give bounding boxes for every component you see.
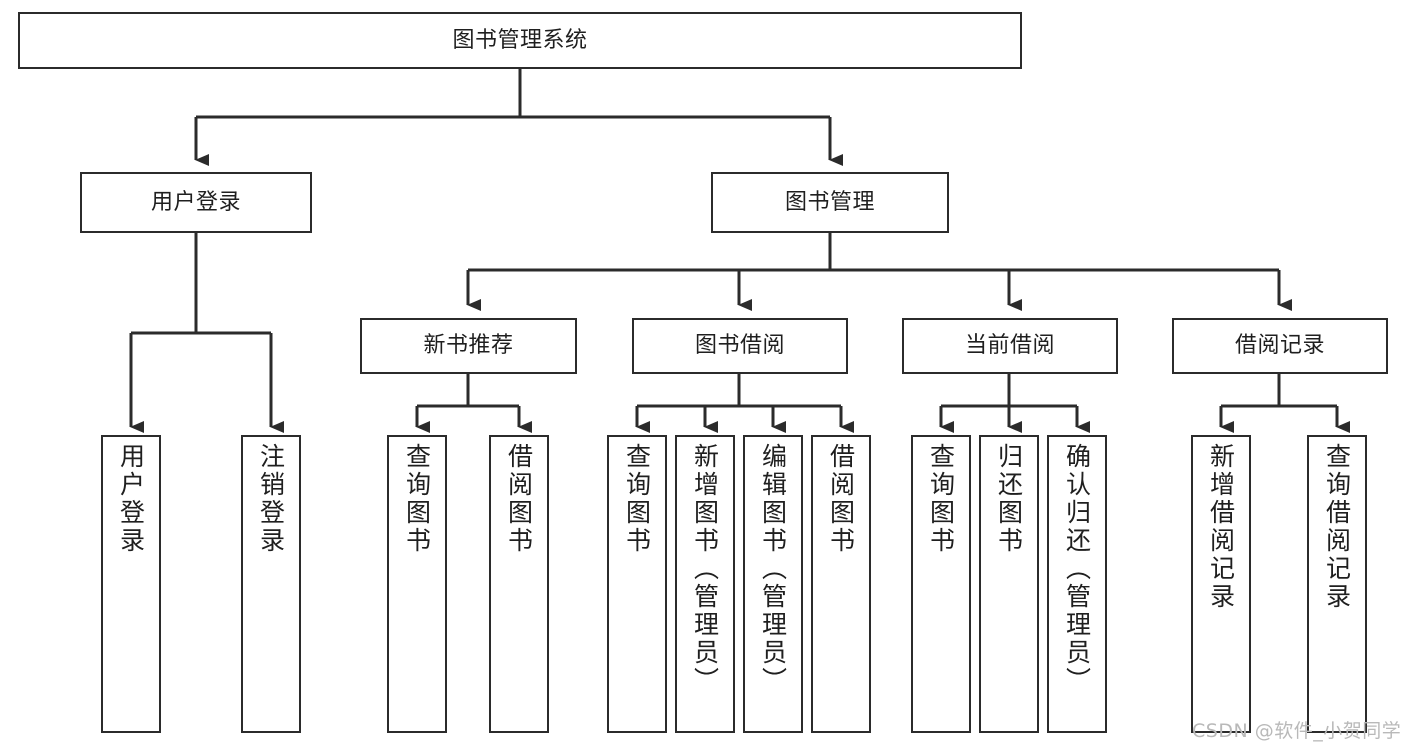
node-label: 图书管理系统 (452, 27, 588, 53)
node-label: 图书管理 (784, 189, 875, 215)
leaf-borrow-book-recommend[interactable]: 借阅图书 (489, 435, 549, 733)
node-label: 借阅图书 (504, 443, 534, 555)
node-book-borrow[interactable]: 图书借阅 (632, 318, 848, 374)
node-label: 借阅图书 (826, 443, 856, 555)
leaf-add-book-admin[interactable]: 新增图书（管理员） (675, 435, 735, 733)
node-label: 查询图书 (926, 443, 956, 555)
node-label: 归还图书 (994, 443, 1024, 555)
node-label: 图书借阅 (694, 333, 785, 359)
node-label: 编辑图书（管理员） (758, 443, 788, 695)
leaf-query-book-borrow[interactable]: 查询图书 (607, 435, 667, 733)
node-label: 新增图书（管理员） (690, 443, 720, 695)
node-label: 用户登录 (116, 443, 146, 555)
node-label: 注销登录 (256, 443, 286, 555)
node-user-login[interactable]: 用户登录 (80, 172, 312, 233)
leaf-return-book[interactable]: 归还图书 (979, 435, 1039, 733)
node-book-management[interactable]: 图书管理 (711, 172, 949, 233)
leaf-edit-book-admin[interactable]: 编辑图书（管理员） (743, 435, 803, 733)
node-label: 查询图书 (622, 443, 652, 555)
leaf-logout-login[interactable]: 注销登录 (241, 435, 301, 733)
node-new-book-recommend[interactable]: 新书推荐 (360, 318, 577, 374)
node-label: 新书推荐 (423, 333, 514, 359)
node-label: 用户登录 (150, 189, 241, 215)
node-label: 借阅记录 (1234, 333, 1325, 359)
leaf-confirm-return-admin[interactable]: 确认归还（管理员） (1047, 435, 1107, 733)
csdn-watermark: CSDN @软件_小贺同学 (1192, 720, 1402, 742)
leaf-borrow-book-borrow[interactable]: 借阅图书 (811, 435, 871, 733)
leaf-add-borrow-record[interactable]: 新增借阅记录 (1191, 435, 1251, 733)
node-label: 当前借阅 (964, 333, 1055, 359)
node-current-borrow[interactable]: 当前借阅 (902, 318, 1118, 374)
node-label: 查询借阅记录 (1322, 443, 1352, 611)
leaf-query-borrow-record[interactable]: 查询借阅记录 (1307, 435, 1367, 733)
node-borrow-record[interactable]: 借阅记录 (1172, 318, 1388, 374)
node-label: 新增借阅记录 (1206, 443, 1236, 611)
leaf-query-book-current[interactable]: 查询图书 (911, 435, 971, 733)
leaf-query-book-recommend[interactable]: 查询图书 (387, 435, 447, 733)
node-label: 查询图书 (402, 443, 432, 555)
leaf-user-login[interactable]: 用户登录 (101, 435, 161, 733)
node-label: 确认归还（管理员） (1062, 443, 1092, 695)
node-root-book-management-system[interactable]: 图书管理系统 (18, 12, 1022, 69)
